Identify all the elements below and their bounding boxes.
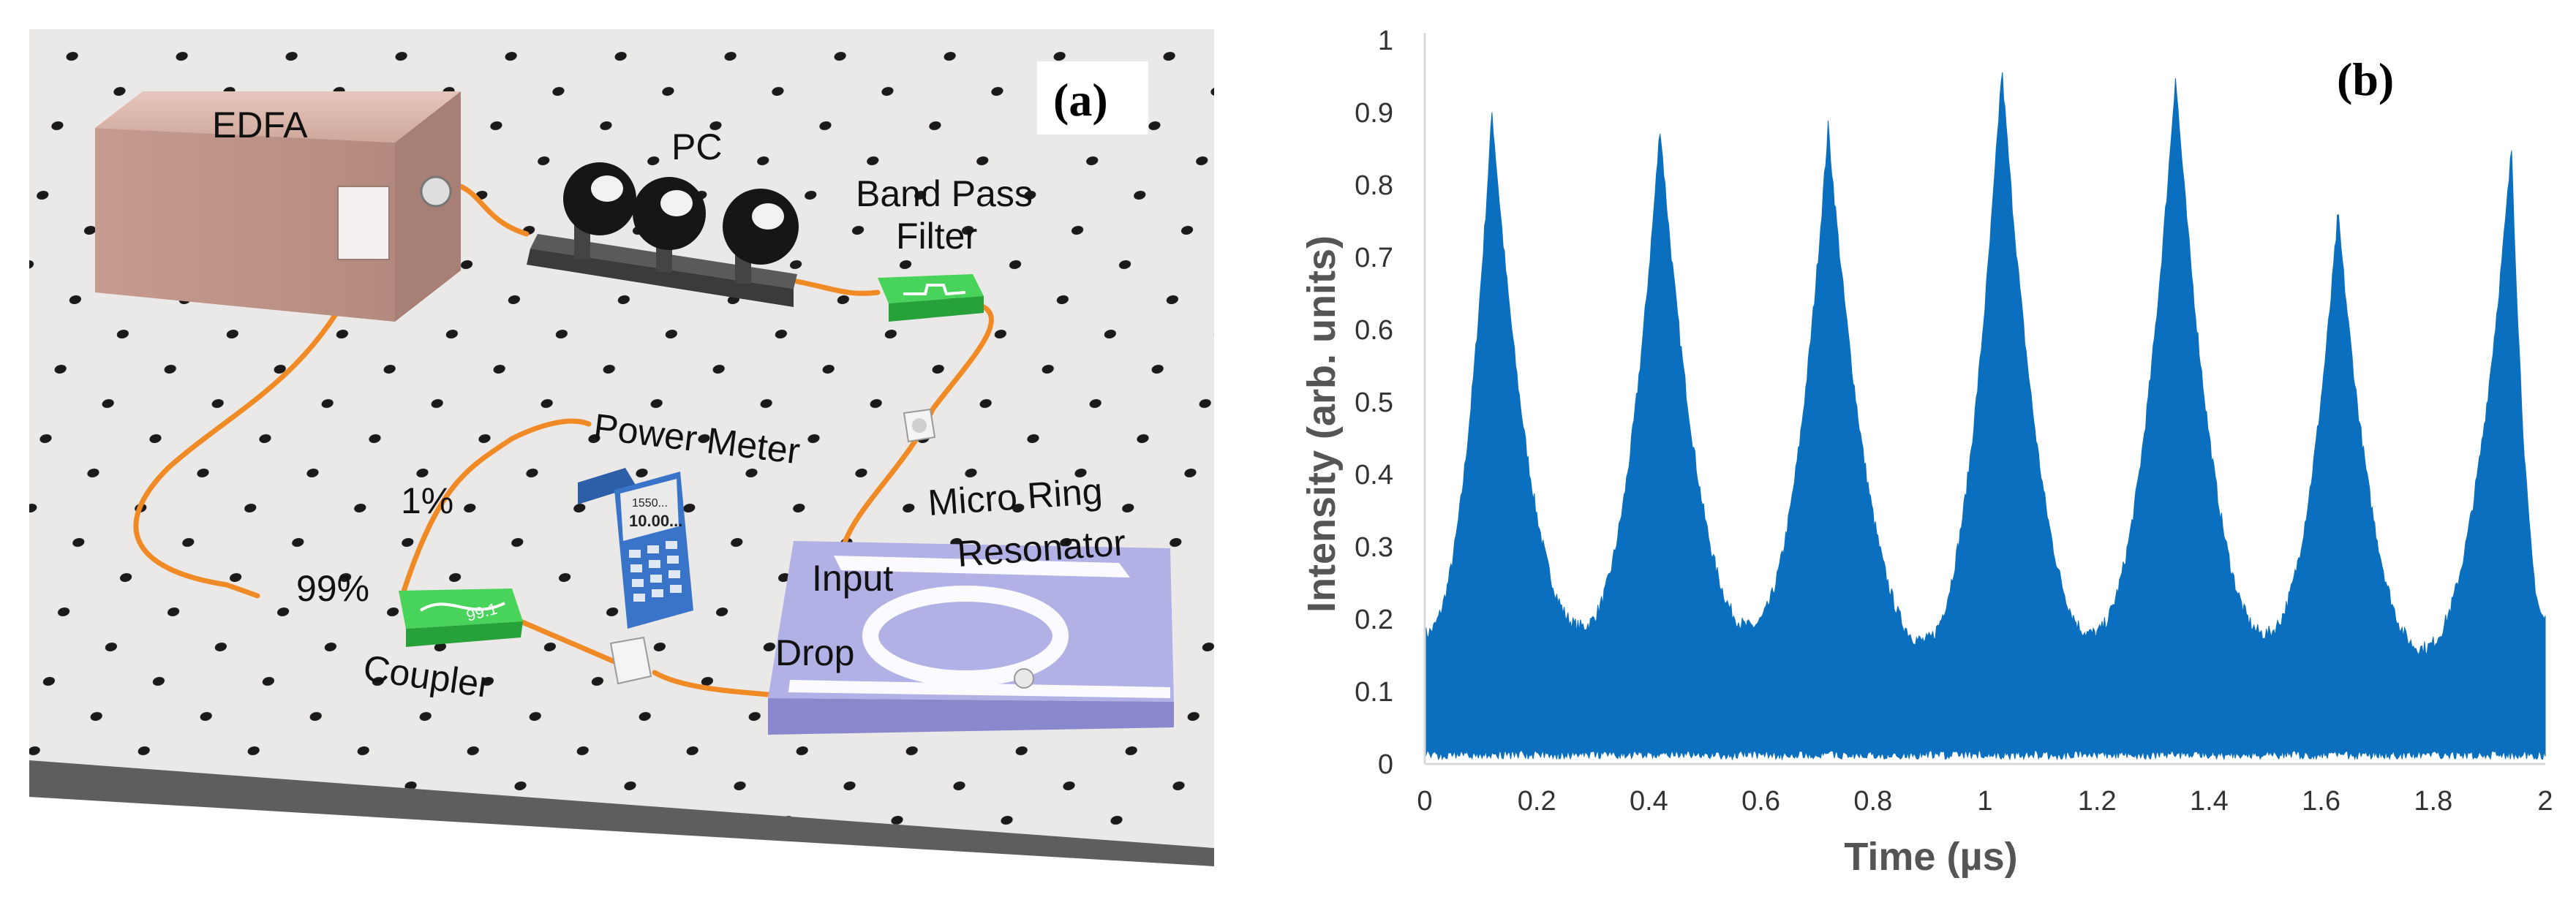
- x-tick-label: 0: [1417, 786, 1432, 817]
- y-tick-label: 0.5: [1355, 387, 1393, 418]
- y-axis-ticks: 0 0.1 0.2 0.3 0.4 0.5 0.6 0.7 0.8 0.9 1: [1355, 26, 1393, 780]
- y-tick-label: 0.4: [1355, 460, 1393, 491]
- y-tick-label: 0.2: [1355, 605, 1393, 635]
- meter-display-line2: 10.00...: [629, 512, 682, 530]
- edfa-label: EDFA: [212, 105, 308, 145]
- input-port-label: Input: [812, 558, 893, 599]
- edfa-amplifier: [95, 91, 461, 322]
- x-tick-label: 1.2: [2078, 786, 2117, 817]
- panel-a-label: (a): [1053, 74, 1108, 126]
- x-tick-label: 1.6: [2302, 786, 2340, 817]
- y-tick-label: 1: [1378, 26, 1393, 56]
- band-pass-filter: [878, 274, 984, 322]
- x-tick-label: 1: [1977, 786, 1992, 817]
- intensity-signal-area: [1424, 72, 2546, 761]
- pc-label: PC: [671, 126, 722, 167]
- y-axis-title: Intensity (arb. units): [1300, 235, 1344, 613]
- panel-a-label-box: [1037, 61, 1148, 135]
- y-tick-label: 0: [1378, 749, 1393, 780]
- x-tick-label: 0.6: [1741, 786, 1780, 817]
- x-axis-title: Time (µs): [1844, 835, 2017, 879]
- intensity-chart-panel: (b) Intensity (arb. units) Time (µs) 0 0.…: [1300, 26, 2553, 879]
- y-tick-label: 0.1: [1355, 677, 1393, 708]
- split-1-label: 1%: [401, 480, 453, 521]
- y-tick-label: 0.7: [1355, 243, 1393, 273]
- plot-area: [1423, 33, 2546, 765]
- drop-port-label: Drop: [775, 632, 854, 673]
- x-axis-ticks: 0 0.2 0.4 0.6 0.8 1 1.2 1.4 1.6 1.8 2: [1417, 786, 2553, 817]
- x-tick-label: 2: [2537, 786, 2553, 817]
- x-tick-label: 1.8: [2414, 786, 2452, 817]
- y-tick-label: 0.3: [1355, 532, 1393, 563]
- optical-table-edge: [29, 760, 1214, 866]
- micro-ring-resonator: [768, 541, 1174, 735]
- fiber-connector: [903, 408, 936, 443]
- x-tick-label: 0.4: [1630, 786, 1668, 817]
- setup-diagram-panel: EDFA PC Band Pass Filter: [29, 29, 1214, 866]
- y-tick-label: 0.8: [1355, 170, 1393, 201]
- y-tick-label: 0.6: [1355, 315, 1393, 346]
- power-meter: 1550... 10.00...: [578, 468, 693, 629]
- panel-b-label: (b): [2337, 53, 2394, 105]
- band-pass-filter-label-line2: Filter: [896, 216, 977, 257]
- x-tick-label: 0.8: [1853, 786, 1892, 817]
- meter-display-line1: 1550...: [632, 497, 668, 510]
- split-99-label: 99%: [296, 568, 369, 609]
- x-tick-label: 1.4: [2190, 786, 2229, 817]
- fiber-coupler: 99:1: [399, 588, 523, 647]
- x-tick-label: 0.2: [1518, 786, 1556, 817]
- inline-connector: [609, 636, 652, 685]
- band-pass-filter-label-line1: Band Pass: [856, 173, 1033, 214]
- polarization-controller: [527, 162, 799, 307]
- y-tick-label: 0.9: [1355, 98, 1393, 129]
